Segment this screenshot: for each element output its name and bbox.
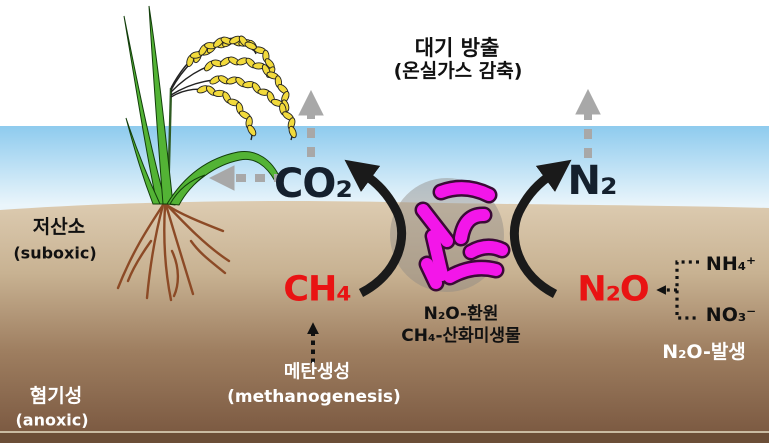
atmosphere-title-line2: (온실가스 감축) xyxy=(393,60,523,83)
n2o-label: N₂O xyxy=(577,269,649,310)
microbe-circle xyxy=(390,178,511,292)
n2o-generation-label: N₂O-발생 xyxy=(662,341,746,364)
anoxic-label-ko: 혐기성 xyxy=(29,385,83,408)
suboxic-label-ko: 저산소 xyxy=(32,216,86,239)
atmosphere-title-line1: 대기 방출 xyxy=(414,35,500,60)
bacteria-rods-icon xyxy=(414,179,511,292)
methanogenesis-label-ko: 메탄생성 xyxy=(283,361,351,383)
ch4-label: CH₄ xyxy=(283,269,351,310)
n2o-to-n2-cycle-arrow xyxy=(509,159,572,299)
methanogenesis-label-en: (methanogenesis) xyxy=(227,387,401,408)
ch4-to-co2-cycle-arrow xyxy=(344,159,407,298)
rice-plant-icon xyxy=(116,5,297,302)
microbe-caption-line2: CH₄-산화미생물 xyxy=(401,326,521,347)
microbe-caption-line1: N₂O-환원 xyxy=(423,304,499,325)
rice-panicles xyxy=(170,35,297,141)
co2-label: CO₂ xyxy=(274,161,353,207)
rice-roots xyxy=(116,202,231,302)
suboxic-label-en: (suboxic) xyxy=(13,243,97,263)
soil-bottom-band xyxy=(0,433,769,443)
no3-label: NO₃⁻ xyxy=(705,304,757,327)
n2-label: N₂ xyxy=(567,158,618,204)
rice-leaves xyxy=(123,5,281,206)
soil-layer xyxy=(0,200,769,443)
nh4-no3-to-n2o-arrow xyxy=(656,260,699,320)
soil-bottom-separator xyxy=(0,431,769,433)
nh4-label: NH₄⁺ xyxy=(705,253,757,276)
anoxic-label-en: (anoxic) xyxy=(15,410,89,430)
